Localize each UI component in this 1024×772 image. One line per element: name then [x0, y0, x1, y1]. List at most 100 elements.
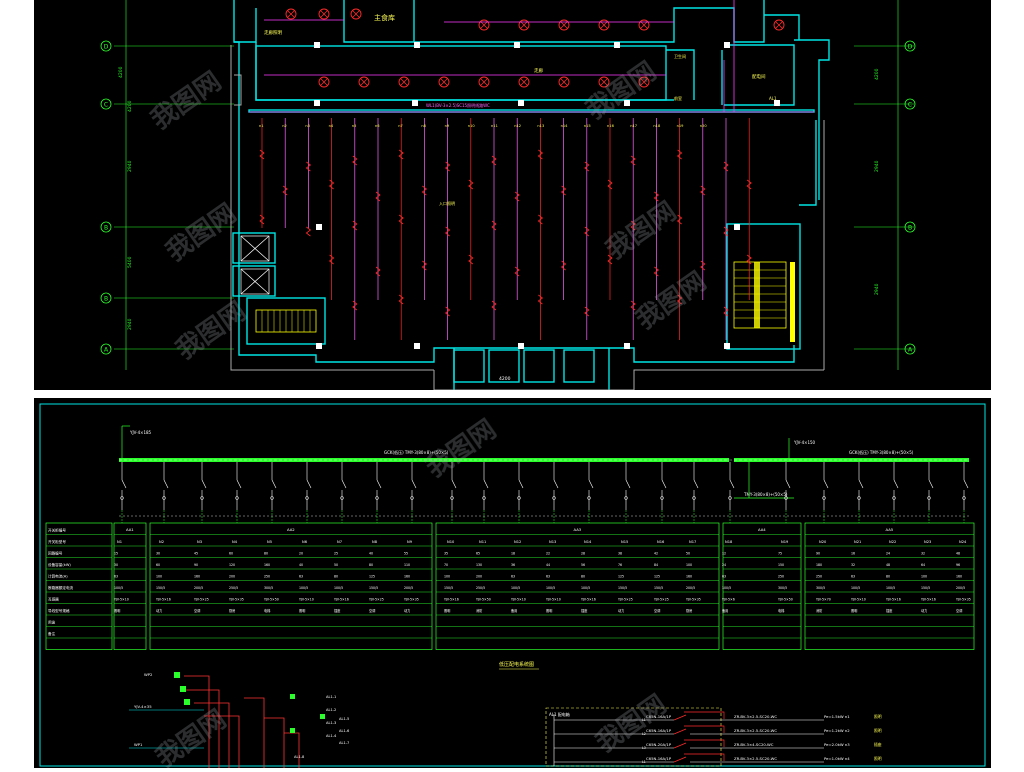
branch-circuit: n6 — [375, 118, 381, 300]
table-cell: 200/5 — [956, 586, 965, 590]
axis-label-a-right: A — [908, 347, 913, 354]
branch-label: n7 — [398, 124, 403, 128]
feeder-drop — [305, 462, 312, 523]
fluorescent-fixture-icon — [653, 266, 660, 277]
row-header: 开关柜型号 — [48, 539, 66, 544]
feeder-drop — [340, 462, 347, 523]
table-cell: YJV-5×35 — [686, 598, 701, 602]
label-dim-bottom: 4200 — [499, 376, 511, 382]
row-header: 导线型号规格 — [48, 608, 70, 613]
axis-bubbles-left — [100, 40, 112, 355]
feeder-drop — [552, 462, 559, 523]
table-cell: 150/5 — [156, 586, 165, 590]
fluorescent-fixture-icon — [259, 214, 265, 225]
feeder-drop — [162, 462, 169, 523]
table-cell: 动力 — [156, 608, 162, 613]
branch-label: n3 — [305, 124, 310, 128]
table-cell: 80 — [886, 575, 890, 579]
feeder-id: N22 — [889, 540, 896, 544]
lamp-icon — [285, 8, 297, 20]
lamp-icon — [638, 19, 650, 31]
room-label-main-kitchen: 主食库 — [374, 13, 395, 22]
axis-bubbles-right — [904, 40, 916, 355]
table-cell: 160 — [956, 575, 962, 579]
riser-label: AL1-7 — [339, 741, 349, 745]
branch-breaker: C65N-16A/1P — [646, 714, 672, 719]
row-header: 互感器 — [48, 597, 59, 602]
table-cell: 50 — [686, 552, 690, 556]
low-voltage-title: 低压配电系统图 — [499, 661, 534, 668]
fluorescent-fixture-icon — [352, 220, 358, 231]
table-cell: 110 — [404, 563, 410, 567]
table-cell: 动力 — [618, 608, 624, 613]
fluorescent-fixture-icon — [607, 179, 613, 190]
fluorescent-fixture-icon — [444, 306, 451, 317]
table-cell: YJV-5×35 — [956, 598, 971, 602]
left-label-2: WP1 — [134, 742, 143, 747]
feeder-drop — [784, 462, 791, 523]
feeder-id: N16 — [657, 540, 665, 544]
feeder-circuits — [119, 462, 969, 523]
watermark-2: 我图网 — [161, 198, 242, 267]
table-cell: 15 — [114, 552, 118, 556]
riser-label: AL1-2 — [326, 708, 336, 712]
axis-label-d-right: D — [908, 44, 913, 51]
feeder-id: N18 — [725, 540, 733, 544]
branch-label: n1 — [259, 124, 264, 128]
row-header: 回路编号 — [48, 551, 63, 556]
table-cell: 250 — [816, 575, 822, 579]
fluorescent-fixture-icon — [560, 260, 567, 271]
feeder-drop — [624, 462, 631, 523]
table-cell: 38 — [618, 552, 622, 556]
table-cell: 100 — [156, 575, 162, 579]
branch-label: n4 — [329, 124, 334, 128]
branch-cable: ZR-BV-3×2.5-SC20-WC — [734, 756, 777, 761]
axis-label-d-left: D — [104, 44, 109, 51]
feeder-drop — [517, 462, 524, 523]
fluorescent-fixture-icon — [537, 149, 544, 160]
table-cell: 空调 — [654, 608, 660, 613]
watermark-8: 我图网 — [151, 704, 232, 768]
table-cell: 160 — [264, 563, 270, 567]
lamp-icon — [350, 8, 362, 20]
table-cell: 消防 — [816, 608, 823, 613]
table-cell: 100/5 — [511, 586, 520, 590]
table-cell: 25 — [334, 552, 338, 556]
table-cell: 28 — [581, 552, 585, 556]
axis-grid — [114, 0, 914, 370]
feeder-id: N12 — [514, 540, 521, 544]
elevator-shafts — [240, 235, 270, 295]
main-busbar — [119, 458, 969, 462]
label-right-room: 配电间 — [752, 73, 766, 80]
branch-label: n18 — [653, 124, 661, 128]
cabinet-label: AA5 — [886, 527, 894, 532]
label-panel: AL1 — [769, 96, 777, 101]
structural-columns — [314, 42, 780, 349]
branch-load: Pe=2.0kW n3 — [824, 742, 850, 747]
table-cell: 100 — [444, 575, 450, 579]
table-cell: 63 — [511, 575, 515, 579]
fluorescent-fixture-icon — [630, 155, 636, 166]
lamp-icon — [638, 76, 650, 88]
fluorescent-fixture-icon — [560, 185, 567, 196]
branch-circuit: n19 — [677, 118, 684, 340]
table-cell: 130 — [476, 563, 482, 567]
floor-plan-panel: D C B B A D C B A 4200 4200 2940 5400 29… — [34, 0, 991, 391]
table-cell: 动力 — [921, 608, 927, 613]
table-cell: 60 — [156, 563, 160, 567]
branch-label: n17 — [630, 124, 637, 128]
axis-label-c-right: C — [908, 102, 912, 109]
lamp-icon — [398, 76, 410, 88]
table-cell: 250 — [264, 575, 270, 579]
feeder-id: N14 — [584, 540, 592, 544]
incoming-label-left: YJV-4×185 — [129, 430, 152, 435]
table-cell: 63 — [722, 575, 726, 579]
fluorescent-fixture-icon — [352, 155, 358, 166]
table-cell: 80 — [369, 563, 373, 567]
table-cell: 80 — [264, 552, 268, 556]
lamp-icon — [598, 76, 610, 88]
axis-label-b2-left: B — [104, 296, 108, 303]
feeder-id: N9 — [407, 540, 413, 544]
